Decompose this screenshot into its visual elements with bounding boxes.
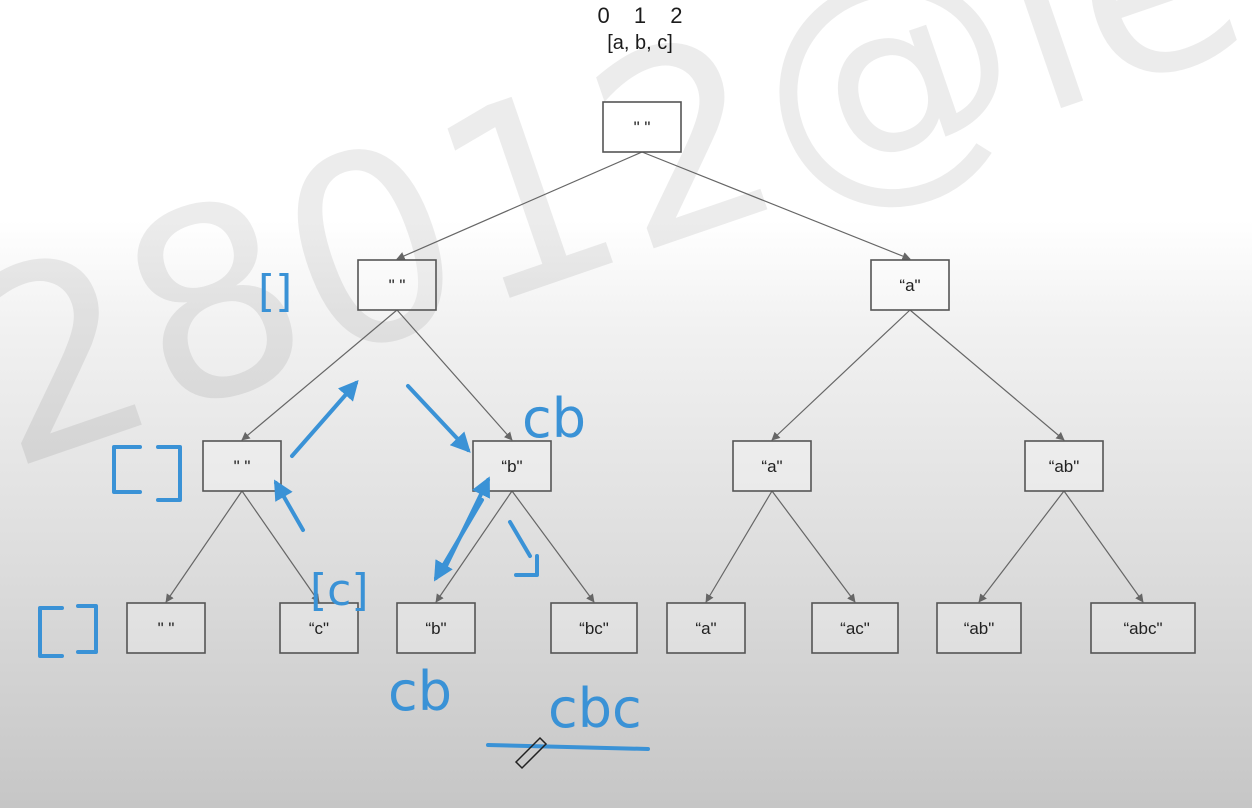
tree-node-label: “b" bbox=[425, 619, 446, 638]
tree-node-box bbox=[936, 602, 1022, 654]
tree-edge bbox=[511, 490, 595, 603]
tree-edge bbox=[165, 490, 243, 603]
tree-node: “a" bbox=[732, 440, 812, 492]
tree-node-box bbox=[279, 602, 359, 654]
tree-edge bbox=[641, 151, 911, 261]
ink-open-bracket-level3 bbox=[38, 606, 64, 658]
ink-text-cb-top: cb bbox=[522, 387, 586, 450]
tree-node: “c" bbox=[279, 602, 359, 654]
tree-node: “ac" bbox=[811, 602, 899, 654]
tree-node-label: " " bbox=[634, 118, 651, 137]
tree-node-label: " " bbox=[158, 619, 175, 638]
pen-cursor-icon bbox=[514, 736, 548, 770]
tree-node: “a" bbox=[666, 602, 746, 654]
tree-edge bbox=[241, 309, 398, 441]
tree-node-label: “b" bbox=[501, 457, 522, 476]
tree-node-label: “ac" bbox=[840, 619, 870, 638]
tree-node-label: " " bbox=[234, 457, 251, 476]
tree-node-label: " " bbox=[389, 276, 406, 295]
tree-node-box bbox=[357, 259, 437, 311]
tree-node-label: “ab" bbox=[964, 619, 995, 638]
ink-open-bracket-level2 bbox=[112, 445, 142, 494]
tree-node-box bbox=[396, 602, 476, 654]
tree-nodes: " " " " “a" " " “b" “a" “ab" " " “c" “b" “bc" “a" “a… bbox=[126, 101, 1196, 654]
tree-node-label: “a" bbox=[899, 276, 920, 295]
tree-node-label: “ab" bbox=[1049, 457, 1080, 476]
tree-node: “ab" bbox=[1024, 440, 1104, 492]
tree-node-box bbox=[1024, 440, 1104, 492]
tree-node-label: “bc" bbox=[579, 619, 609, 638]
tree-edge bbox=[241, 490, 320, 603]
tree-edge bbox=[978, 490, 1065, 603]
tree-node-box bbox=[126, 602, 206, 654]
tree-node: " " bbox=[126, 602, 206, 654]
tree-node: “b" bbox=[396, 602, 476, 654]
tree-node-box bbox=[666, 602, 746, 654]
tree-node-box bbox=[1090, 602, 1196, 654]
ink-text-level3-list: [ ] bbox=[0, 0, 2, 1]
array-values: [a, b, c] bbox=[607, 32, 673, 54]
array-indices: 0 1 2 bbox=[597, 3, 692, 28]
ink-arrow-down-to-bc bbox=[508, 520, 539, 577]
tree-node: “abc" bbox=[1090, 602, 1196, 654]
tree-node-box bbox=[870, 259, 950, 311]
tree-node-label: “a" bbox=[695, 619, 716, 638]
ink-text-level2-list: [ ] bbox=[0, 0, 2, 1]
ink-text-cbc: cbc bbox=[548, 677, 642, 740]
ink-close-bracket-level3 bbox=[76, 604, 98, 654]
tree-node: " " bbox=[357, 259, 437, 311]
tree-node-box bbox=[811, 602, 899, 654]
tree-node: “bc" bbox=[550, 602, 638, 654]
ink-arrow-up-to-level1 bbox=[290, 379, 359, 458]
tree-edge bbox=[396, 151, 643, 260]
ink-list-empty-level1: [] bbox=[258, 266, 292, 317]
ink-arrow-down-to-b bbox=[406, 384, 471, 453]
handwritten-annotations: [] [ ] [ ] [c] cb cb cbc bbox=[0, 0, 650, 770]
tree-edge bbox=[705, 490, 773, 603]
tree-edge bbox=[909, 309, 1065, 441]
tree-node: “a" bbox=[870, 259, 950, 311]
tree-node-label: “a" bbox=[761, 457, 782, 476]
tree-edge bbox=[435, 490, 513, 603]
tree-node: “ab" bbox=[936, 602, 1022, 654]
ink-underline bbox=[486, 743, 650, 751]
ink-text-level1-list: [] bbox=[258, 266, 292, 317]
ink-text-cb-bottom: cb bbox=[388, 660, 452, 723]
ink-close-bracket-level2 bbox=[156, 445, 182, 502]
ink-arrow-up-from-b-leaf bbox=[444, 476, 490, 568]
ink-text-c-list: [c] bbox=[310, 565, 369, 616]
tree-node-box bbox=[602, 101, 682, 153]
tree-node: " " bbox=[602, 101, 682, 153]
tree-edge bbox=[771, 309, 911, 441]
ink-arrow-back-from-c bbox=[274, 479, 305, 532]
tree-edge bbox=[396, 309, 513, 441]
tree-node-box bbox=[202, 440, 282, 492]
tree-edge bbox=[1063, 490, 1144, 603]
tree-node-box bbox=[550, 602, 638, 654]
array-header: 0 1 2 [a, b, c] bbox=[540, 2, 740, 56]
tree-edges bbox=[165, 151, 1144, 603]
tree-node-label: “abc" bbox=[1123, 619, 1162, 638]
tree-edge bbox=[771, 490, 856, 603]
tree-node-box bbox=[732, 440, 812, 492]
tree-node-label: “c" bbox=[309, 619, 329, 638]
tree-node: " " bbox=[202, 440, 282, 492]
